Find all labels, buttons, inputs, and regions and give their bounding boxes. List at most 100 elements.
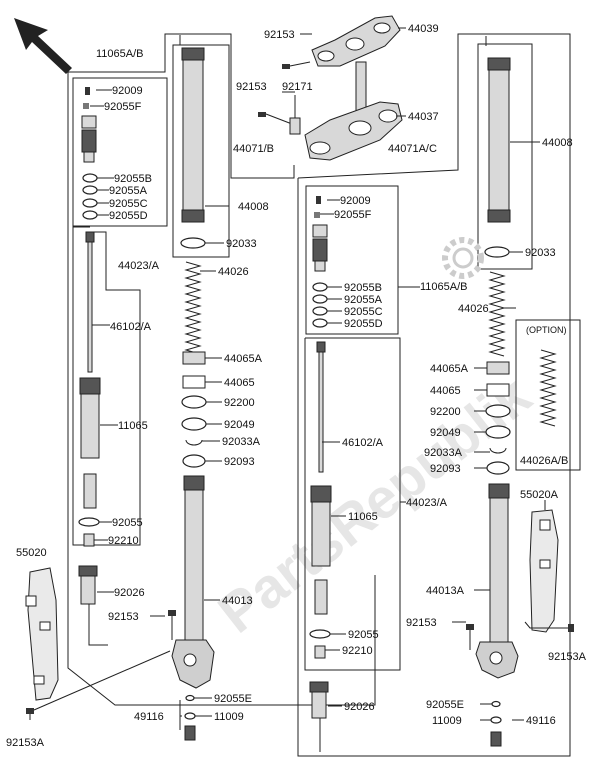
label-92055-left: 92055 bbox=[112, 517, 143, 529]
label-92026-right: 92026 bbox=[344, 701, 375, 713]
left-outer-tube-group-box bbox=[172, 44, 230, 258]
label-44037: 44037 bbox=[408, 111, 439, 123]
left-washer-92200 bbox=[181, 395, 207, 409]
left-ring-92033 bbox=[180, 237, 206, 249]
label-92200-right: 92200 bbox=[430, 406, 461, 418]
label-44065a-right: 44065A bbox=[430, 363, 469, 375]
label-92055d-left: 92055D bbox=[109, 210, 148, 222]
right-seal-92093 bbox=[486, 461, 510, 475]
upper-triple-clamp-44039 bbox=[311, 15, 401, 67]
label-92093-right: 92093 bbox=[430, 463, 461, 475]
label-92210-left: 92210 bbox=[108, 535, 139, 547]
right-washer-92055e bbox=[491, 700, 501, 708]
label-92055e-right: 92055E bbox=[426, 699, 464, 711]
label-44013: 44013 bbox=[222, 595, 253, 607]
label-92153-top2: 92153 bbox=[236, 81, 267, 93]
label-11009-right: 11009 bbox=[432, 715, 462, 727]
label-92033-left: 92033 bbox=[226, 238, 257, 250]
label-92171: 92171 bbox=[282, 81, 313, 93]
right-drain-bolt-49116 bbox=[490, 731, 502, 747]
left-fork-guard bbox=[25, 567, 59, 701]
label-11065-left: 11065 bbox=[118, 420, 148, 432]
label-92055b-left: 92055B bbox=[114, 173, 152, 185]
label-92153a-right: 92153A bbox=[548, 651, 587, 663]
left-fork-frame bbox=[67, 33, 376, 706]
right-seal-92049 bbox=[485, 425, 511, 439]
right-shim-rings bbox=[312, 282, 328, 328]
label-11065ab-right: 11065A/B bbox=[420, 281, 468, 293]
left-bushing-44065a bbox=[182, 351, 206, 365]
right-collar-92210 bbox=[314, 645, 326, 659]
label-92049-right: 92049 bbox=[430, 427, 461, 439]
left-clip-92033a bbox=[185, 439, 203, 446]
label-44039: 44039 bbox=[408, 23, 439, 35]
right-guard-bolt bbox=[568, 624, 574, 632]
label-92055f-right: 92055F bbox=[334, 209, 372, 221]
left-cartridge-cylinder bbox=[79, 377, 101, 509]
label-92093-left: 92093 bbox=[224, 456, 255, 468]
left-axle-clamp-bolt bbox=[168, 610, 176, 640]
label-46102a-left: 46102/A bbox=[110, 321, 152, 333]
label-92055c-left: 92055C bbox=[109, 198, 148, 210]
right-outer-tube-group-box bbox=[477, 43, 533, 270]
label-44026-right: 44026 bbox=[458, 303, 489, 315]
gear-logo-icon bbox=[442, 237, 484, 279]
label-49116-left: 49116 bbox=[134, 711, 164, 723]
right-cartridge-top-cap bbox=[312, 196, 328, 272]
right-clip-92033a bbox=[489, 447, 507, 454]
right-ring-92033 bbox=[484, 246, 510, 258]
label-92153a-left: 92153A bbox=[6, 737, 45, 749]
label-92033-right: 92033 bbox=[525, 247, 556, 259]
label-92055b-right: 92055B bbox=[344, 282, 382, 294]
label-92153-top1: 92153 bbox=[264, 29, 295, 41]
label-44023a-right: 44023/A bbox=[406, 497, 448, 509]
label-11065ab-left: 11065A/B bbox=[96, 48, 144, 60]
label-92009-right: 92009 bbox=[340, 195, 371, 207]
left-washer-92055e bbox=[185, 694, 195, 702]
right-base-valve bbox=[309, 681, 329, 719]
label-92033a-left: 92033A bbox=[222, 436, 261, 448]
label-92055a-right: 92055A bbox=[344, 294, 383, 306]
left-damper-rod bbox=[85, 231, 95, 373]
left-drain-bolt-49116 bbox=[184, 725, 196, 741]
right-cartridge-cylinder bbox=[310, 485, 332, 615]
label-92055f-left: 92055F bbox=[104, 101, 142, 113]
left-base-valve bbox=[78, 565, 98, 605]
label-92055c-right: 92055C bbox=[344, 306, 383, 318]
left-bushing-44065 bbox=[182, 375, 206, 389]
label-92200-left: 92200 bbox=[224, 397, 255, 409]
right-axle-clamp-bolt bbox=[466, 624, 474, 650]
label-44071b: 44071/B bbox=[233, 143, 274, 155]
right-outer-tube bbox=[487, 57, 511, 223]
label-option: (OPTION) bbox=[526, 325, 567, 335]
right-fork-guard bbox=[529, 509, 559, 633]
left-seal-92049 bbox=[181, 417, 207, 431]
left-base-valve-leader bbox=[88, 604, 108, 646]
left-washer-11009 bbox=[184, 712, 196, 720]
label-92033a-right: 92033A bbox=[424, 447, 463, 459]
label-44026ab: 44026A/B bbox=[520, 455, 568, 467]
right-damper-rod bbox=[316, 341, 326, 473]
label-55020: 55020 bbox=[16, 547, 47, 559]
left-o-ring-92055 bbox=[78, 517, 100, 527]
left-cartridge-group-box bbox=[72, 77, 168, 227]
label-92153-left: 92153 bbox=[108, 611, 139, 623]
label-44013a: 44013A bbox=[426, 585, 465, 597]
label-92055-right: 92055 bbox=[348, 629, 379, 641]
label-44008-left: 44008 bbox=[238, 201, 269, 213]
stem-clamp-bolts bbox=[258, 95, 301, 135]
upper-clamp-bolt bbox=[282, 61, 311, 69]
label-44023a-left: 44023/A bbox=[118, 260, 160, 272]
right-washer-92200 bbox=[485, 404, 511, 418]
left-fork-spring bbox=[184, 261, 202, 363]
label-44065-left: 44065 bbox=[224, 377, 255, 389]
front-direction-arrow-icon bbox=[14, 18, 72, 74]
label-11009-left: 11009 bbox=[214, 711, 244, 723]
right-washer-11009 bbox=[490, 716, 502, 724]
label-46102a-right: 46102/A bbox=[342, 437, 384, 449]
label-92026-left: 92026 bbox=[114, 587, 145, 599]
label-44071ac: 44071A/C bbox=[388, 143, 437, 155]
right-cartridge-group-box bbox=[305, 185, 399, 335]
